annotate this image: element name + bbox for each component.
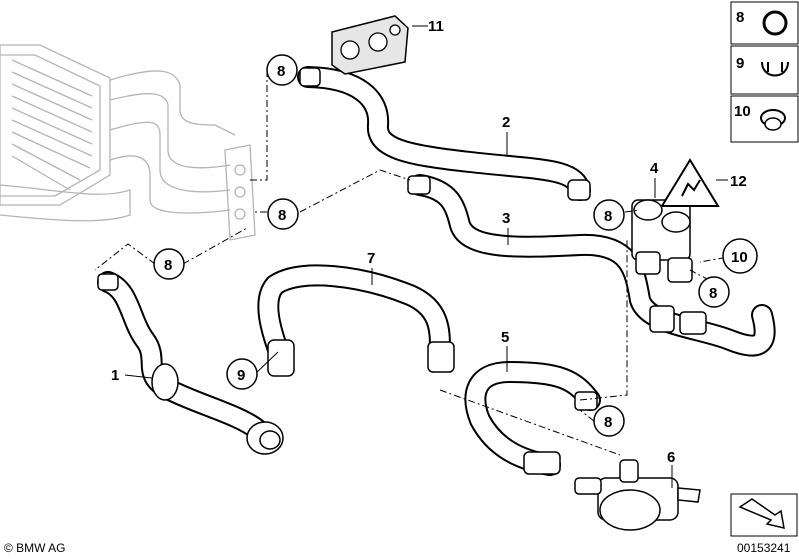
callout-grommet: 10 bbox=[722, 238, 758, 274]
hose-5 bbox=[464, 361, 601, 476]
auxiliary-water-pump bbox=[574, 459, 701, 531]
heater-core bbox=[0, 44, 256, 241]
hose-2 bbox=[297, 66, 591, 201]
svg-text:9: 9 bbox=[237, 367, 245, 384]
warning-label bbox=[660, 158, 720, 207]
heater-valve bbox=[631, 199, 693, 283]
callout-clamp-3: 8 bbox=[153, 248, 185, 280]
svg-text:8: 8 bbox=[604, 414, 612, 431]
part-label-2: 2 bbox=[502, 114, 510, 131]
svg-text:8: 8 bbox=[709, 285, 717, 302]
hose-bracket bbox=[331, 15, 409, 75]
clamp-icon bbox=[762, 10, 788, 36]
callout-clamp-1: 8 bbox=[266, 54, 298, 86]
legend-label-9: 9 bbox=[736, 55, 744, 72]
legend-label-8: 8 bbox=[736, 9, 744, 26]
svg-text:8: 8 bbox=[277, 63, 285, 80]
leader-lines bbox=[94, 70, 741, 456]
part-label-7: 7 bbox=[367, 250, 375, 267]
hose-3 bbox=[407, 174, 776, 357]
copyright-text: © BMW AG bbox=[4, 541, 66, 555]
part-label-1: 1 bbox=[111, 367, 119, 384]
part-label-4: 4 bbox=[650, 160, 659, 177]
clip-icon bbox=[761, 61, 789, 77]
legend-panel bbox=[730, 1, 799, 143]
part-label-6: 6 bbox=[667, 449, 675, 466]
hose-1 bbox=[97, 271, 284, 455]
callout-clamp-2: 8 bbox=[267, 198, 299, 230]
svg-text:10: 10 bbox=[731, 249, 748, 266]
svg-text:8: 8 bbox=[604, 208, 612, 225]
svg-text:8: 8 bbox=[278, 207, 286, 224]
part-label-5: 5 bbox=[501, 329, 509, 346]
orientation-arrow-box bbox=[730, 493, 798, 537]
svg-text:8: 8 bbox=[164, 257, 172, 274]
callout-clamp-6: 8 bbox=[593, 405, 625, 437]
callout-clamp-5: 8 bbox=[698, 276, 730, 308]
callout-clamp-4: 8 bbox=[593, 199, 625, 231]
arrow-icon bbox=[738, 498, 785, 529]
hose-7 bbox=[257, 264, 455, 377]
part-label-11: 11 bbox=[428, 18, 444, 35]
part-label-12: 12 bbox=[730, 173, 747, 190]
solid-leaders bbox=[124, 25, 728, 488]
legend-label-10: 10 bbox=[734, 103, 751, 120]
diagram-number: 00153241 bbox=[737, 541, 791, 555]
callout-clip: 9 bbox=[226, 358, 258, 390]
part-label-3: 3 bbox=[502, 210, 510, 227]
